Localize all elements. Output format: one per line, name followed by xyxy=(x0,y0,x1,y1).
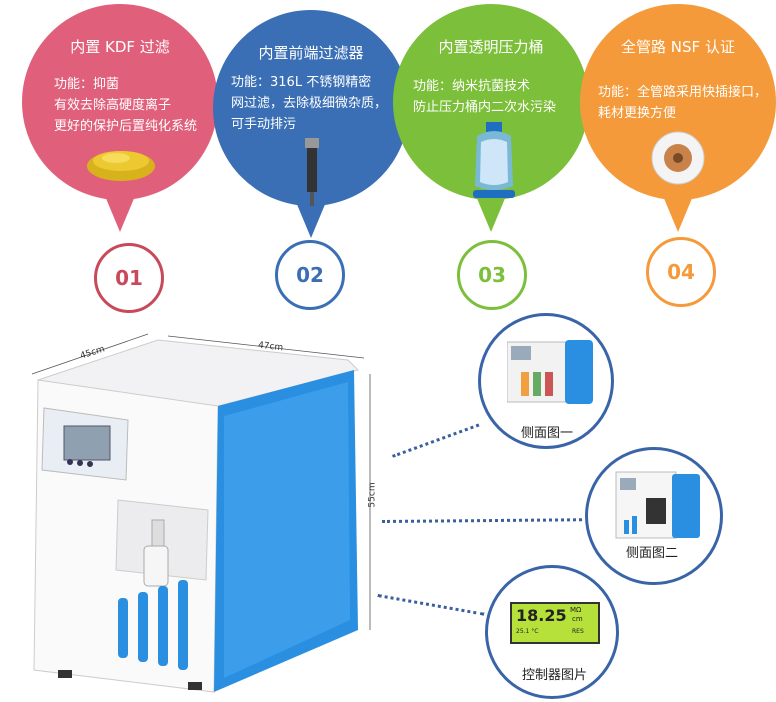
side-view-1-caption: 侧面图一 xyxy=(521,426,574,441)
feature-bubble-tank: 内置透明压力桶 功能：纳米抗菌技术 防止压力桶内二次水污染 xyxy=(393,4,589,232)
dimension-height: 55cm xyxy=(367,482,378,508)
feature-title: 全管路 NSF 认证 xyxy=(621,38,735,56)
connector-line-2 xyxy=(382,518,583,523)
feature-title: 内置 KDF 过滤 xyxy=(70,38,170,56)
side-view-1-circle: 侧面图一 xyxy=(478,313,614,449)
bubble-tail xyxy=(100,184,140,232)
controller-caption: 控制器图片 xyxy=(522,668,588,683)
nsf-fitting-image xyxy=(651,131,705,185)
feature-desc-line: 功能：纳米抗菌技术 xyxy=(413,79,531,94)
feature-number-03: 03 xyxy=(457,240,527,310)
pressure-tank-image xyxy=(473,122,515,198)
feature-title: 内置透明压力桶 xyxy=(438,38,544,56)
lcd-display: 18.25 MΩ cm 25.1 °C RES xyxy=(510,602,600,644)
side-view-2-caption: 侧面图二 xyxy=(626,546,679,561)
feature-desc-line: 网过滤，去除极细微杂质， xyxy=(231,96,388,111)
side-view-2-circle: 侧面图二 xyxy=(585,447,723,585)
feature-bubble-nsf: 全管路 NSF 认证 功能：全管路采用快插接口， 耗材更换方便 xyxy=(580,4,776,232)
kdf-granules-image xyxy=(87,151,155,181)
side-view-2-image xyxy=(615,471,700,539)
lcd-unit-top: MΩ xyxy=(570,606,582,614)
connector-line-1 xyxy=(392,423,480,458)
feature-desc-line: 有效去除高硬度离子 xyxy=(54,98,172,113)
feature-number-02: 02 xyxy=(275,240,345,310)
feature-desc: 功能：全管路采用快插接口， 耗材更换方便 xyxy=(598,82,767,124)
lcd-temp: 25.1 °C xyxy=(516,628,539,635)
feature-desc-line: 功能：抑菌 xyxy=(54,77,120,92)
feature-desc-line: 更好的保护后置纯化系统 xyxy=(54,119,198,134)
feature-desc-line: 防止压力桶内二次水污染 xyxy=(413,100,557,115)
side-view-1-image xyxy=(507,340,593,404)
feature-desc: 功能：纳米抗菌技术 防止压力桶内二次水污染 xyxy=(413,76,556,118)
feature-bubble-prefilter: 内置前端过滤器 功能：316L 不锈钢精密 网过滤，去除极细微杂质， 可手动排污 xyxy=(213,10,409,238)
feature-desc: 功能：316L 不锈钢精密 网过滤，去除极细微杂质， 可手动排污 xyxy=(231,72,387,135)
lcd-unit-bottom: cm xyxy=(572,615,583,623)
lcd-mode: RES xyxy=(572,628,584,635)
prefilter-image xyxy=(305,138,319,206)
connector-line-3 xyxy=(377,594,485,616)
feature-desc-line: 耗材更换方便 xyxy=(598,106,677,121)
feature-desc: 功能：抑菌 有效去除高硬度离子 更好的保护后置纯化系统 xyxy=(54,74,197,137)
feature-desc-line: 功能：全管路采用快插接口， xyxy=(598,85,768,100)
controller-circle: 18.25 MΩ cm 25.1 °C RES 控制器图片 xyxy=(485,565,619,699)
water-purifier-machine xyxy=(31,333,371,693)
feature-bubble-kdf: 内置 KDF 过滤 功能：抑菌 有效去除高硬度离子 更好的保护后置纯化系统 xyxy=(22,4,218,232)
bubble-tail xyxy=(658,184,698,232)
feature-desc-line: 可手动排污 xyxy=(231,117,297,132)
feature-number-04: 04 xyxy=(646,237,716,307)
feature-title: 内置前端过滤器 xyxy=(258,44,364,62)
feature-desc-line: 功能：316L 不锈钢精密 xyxy=(231,75,372,90)
lcd-value: 18.25 xyxy=(516,606,567,625)
feature-number-01: 01 xyxy=(94,243,164,313)
